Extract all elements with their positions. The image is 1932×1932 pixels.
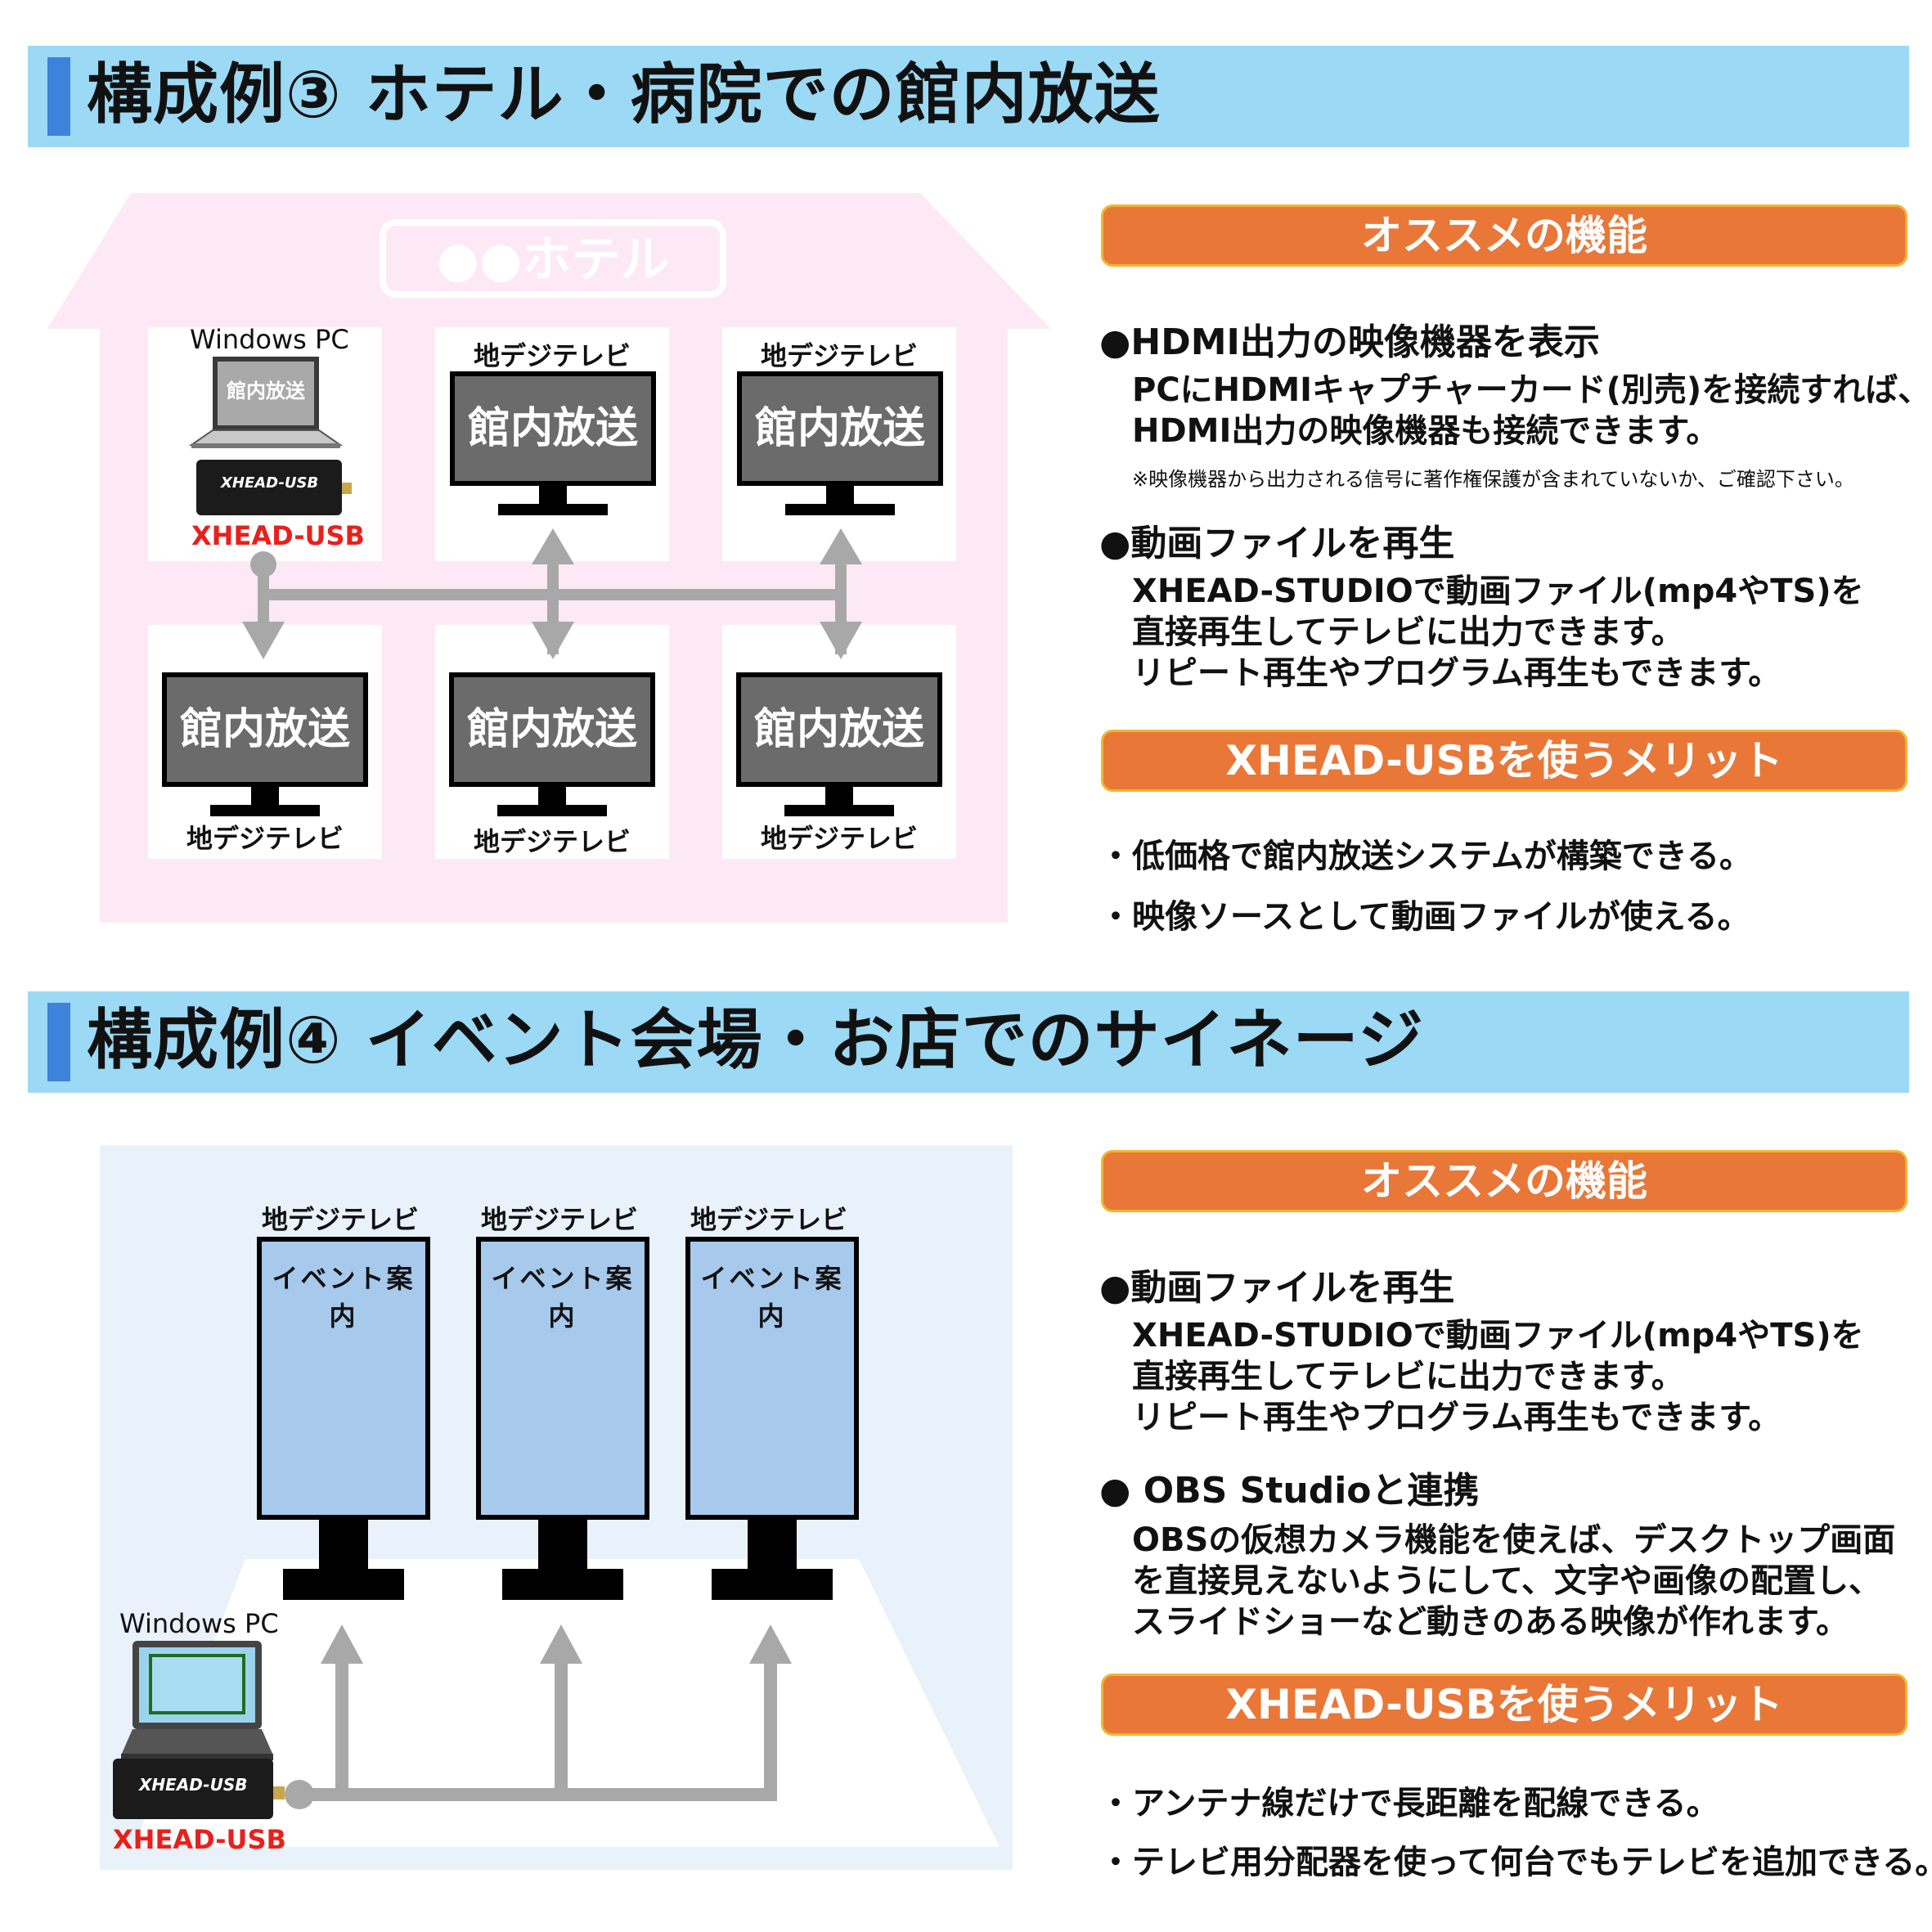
tv-label: 地デジテレビ [690, 1204, 847, 1235]
tv-base [498, 504, 608, 515]
merit-item: ・アンテナ線だけで長距離を配線できる。 [1099, 1785, 1719, 1822]
section3-header: 構成例③ ホテル・病院での館内放送 [28, 46, 1909, 147]
signage-text: イベント案内 [491, 1263, 635, 1332]
signage-display: イベント案内 [685, 1237, 859, 1520]
feature-video-body: XHEAD-STUDIOで動画ファイル(mp4やTS)を 直接再生してテレビに出… [1132, 1317, 1864, 1436]
tv-label: 地デジテレビ [760, 823, 918, 854]
merit-item: ・テレビ用分配器を使って何台でもテレビを追加できる。 [1099, 1844, 1932, 1881]
pc-screen-text: 館内放送 [227, 380, 305, 402]
display-base [283, 1569, 404, 1600]
display-base [712, 1569, 833, 1600]
display-stand [538, 1520, 587, 1574]
tv-screen: 館内放送 [449, 672, 655, 787]
tv-label: 地デジテレビ [480, 1204, 638, 1235]
display-stand [319, 1520, 368, 1574]
laptop-icon [188, 357, 344, 448]
tv-screen: 館内放送 [162, 672, 368, 787]
signage-display: イベント案内 [257, 1237, 430, 1520]
signage-display: イベント案内 [476, 1237, 649, 1520]
tv-screen: 館内放送 [450, 371, 656, 486]
xhead-label: XHEAD-USB [191, 520, 365, 551]
feature-hdmi-body: PCにHDMIキャプチャーカード(別売)を接続すれば、 HDMI出力の映像機器も… [1132, 371, 1931, 450]
tv-stand [251, 787, 279, 808]
tv-stand [538, 787, 566, 808]
merit-item: ・低価格で館内放送システムが構築できる。 [1099, 838, 1752, 875]
merits-title-bar: XHEAD-USBを使うメリット [1101, 730, 1907, 792]
merits-title-bar: XHEAD-USBを使うメリット [1101, 1674, 1907, 1736]
pc-label: Windows PC [119, 1608, 279, 1639]
section3-title: 構成例③ ホテル・病院での館内放送 [87, 56, 1161, 133]
copyright-note: ※映像機器から出力される信号に著作権保護が含まれていないか、ご確認下さい。 [1132, 468, 1854, 491]
display-base [502, 1569, 623, 1600]
xhead-label: XHEAD-USB [113, 1824, 286, 1855]
tv-label: 地デジテレビ [760, 340, 918, 371]
header-accent-bar [47, 57, 70, 136]
tv-label: 地デジテレビ [261, 1204, 419, 1235]
features-title-bar: オススメの機能 [1101, 1150, 1907, 1212]
tv-stand [539, 486, 567, 507]
tv-label: 地デジテレビ [473, 826, 631, 857]
merit-item: ・映像ソースとして動画ファイルが使える。 [1099, 898, 1750, 936]
tv-label: 地デジテレビ [473, 340, 631, 371]
tv-base [497, 805, 607, 816]
display-stand [748, 1520, 797, 1574]
tv-stand [825, 787, 853, 808]
hotel-sign: ●●ホテル [436, 231, 670, 289]
signage-text: イベント案内 [272, 1263, 416, 1332]
features-title-bar: オススメの機能 [1101, 204, 1907, 267]
signage-text: イベント案内 [700, 1263, 844, 1332]
section4-title: 構成例④ イベント会場・お店でのサイネージ [87, 1002, 1424, 1078]
laptop-icon [121, 1641, 273, 1760]
antenna-connector [273, 1786, 285, 1799]
pc-label: Windows PC [190, 324, 349, 355]
tv-base [784, 805, 894, 816]
signage-arrows [285, 1624, 792, 1809]
xhead-usb-device: XHEAD-USB [196, 460, 342, 515]
tv-stand [826, 486, 854, 507]
antenna-connector [342, 483, 352, 494]
feature-obs-body: OBSの仮想カメラ機能を使えば、デスクトップ画面 を直接見えないようにして、文字… [1132, 1521, 1896, 1641]
tv-screen: 館内放送 [737, 371, 943, 486]
device-text: XHEAD-USB [139, 1775, 248, 1795]
section4-header: 構成例④ イベント会場・お店でのサイネージ [28, 991, 1909, 1093]
tv-base [210, 805, 320, 816]
tv-base [785, 504, 895, 515]
feature-obs-heading: ● OBS Studioと連携 [1099, 1470, 1480, 1512]
feature-video-body: XHEAD-STUDIOで動画ファイル(mp4やTS)を 直接再生してテレビに出… [1132, 573, 1864, 692]
header-accent-bar [47, 1003, 70, 1081]
feature-video-heading: ●動画ファイルを再生 [1099, 523, 1455, 564]
tv-label: 地デジテレビ [186, 823, 344, 854]
feature-hdmi-heading: ●HDMI出力の映像機器を表示 [1099, 321, 1600, 363]
feature-video-heading: ●動画ファイルを再生 [1099, 1267, 1455, 1309]
xhead-usb-device: XHEAD-USB [113, 1759, 273, 1819]
tv-screen: 館内放送 [736, 672, 942, 787]
distribution-arrows [242, 528, 862, 659]
device-text: XHEAD-USB [221, 474, 319, 492]
